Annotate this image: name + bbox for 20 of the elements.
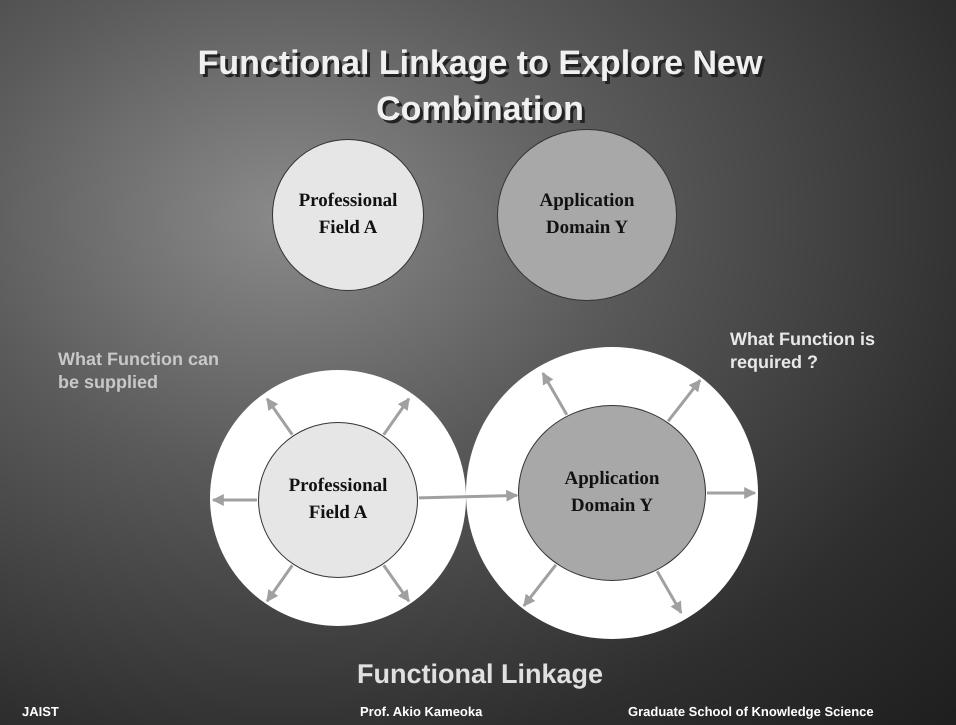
footer-text: Prof. Akio Kameoka [360, 704, 484, 720]
footer-text: JAIST [22, 704, 60, 720]
arrow [707, 487, 756, 499]
question-label: What Function is required ? [730, 328, 876, 373]
circle-node: Professional Field A [258, 422, 418, 578]
arrow [212, 494, 257, 506]
arrow [382, 564, 410, 602]
arrow [266, 564, 294, 602]
caption: Functional Linkage [356, 658, 604, 691]
slide-title: Functional Linkage to Explore New Combination [196, 43, 764, 130]
footer-text: Graduate School of Knowledge Science [628, 704, 875, 720]
arrow [522, 564, 558, 607]
question-label: What Function can be supplied [58, 348, 220, 393]
arrow [542, 372, 568, 416]
arrow [418, 490, 518, 502]
arrow [656, 570, 682, 614]
arrow [266, 398, 294, 436]
arrow [382, 398, 410, 436]
circle-node: Application Domain Y [518, 405, 706, 581]
arrow [666, 379, 702, 422]
